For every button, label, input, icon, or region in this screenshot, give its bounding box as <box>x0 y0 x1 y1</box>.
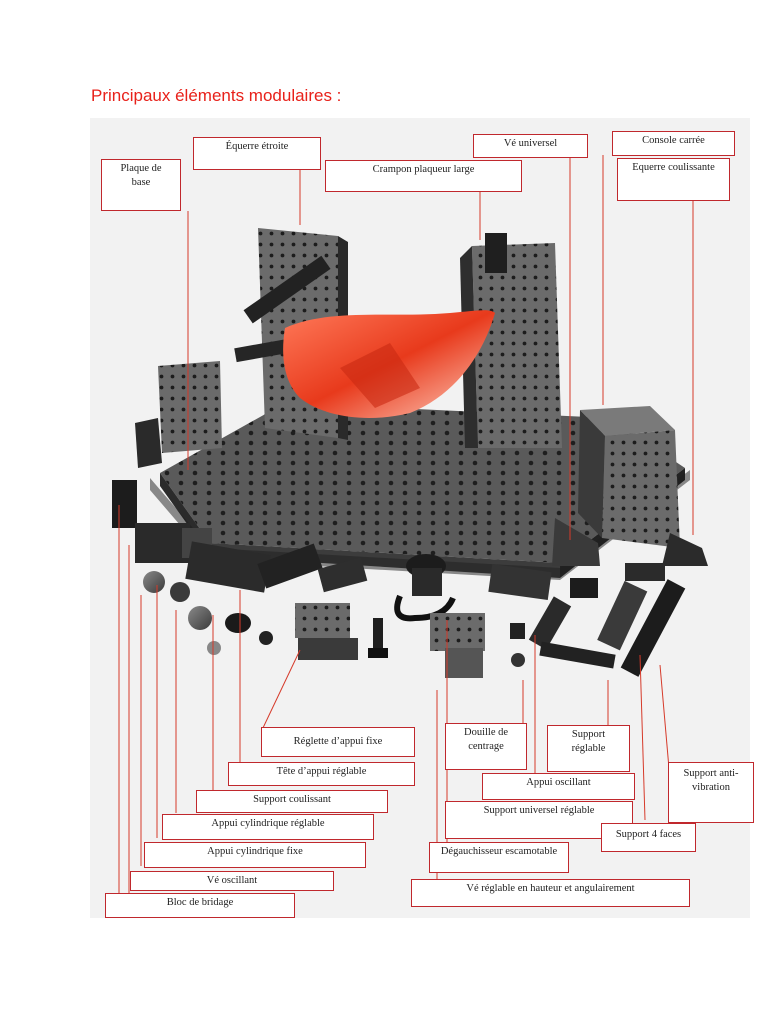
label-appui-cylindrique-reglable: Appui cylindrique réglable <box>162 814 374 840</box>
label-reglette-appui-fixe: Réglette d’appui fixe <box>261 727 415 757</box>
label-degauchisseur-escamotable: Dégauchisseur escamotable <box>429 842 569 873</box>
label-ve-reglable-hauteur-angulairement: Vé réglable en hauteur et angulairement <box>411 879 690 907</box>
label-douille-de-centrage: Douille de centrage <box>445 723 527 770</box>
label-equerre-coulissante: Equerre coulissante <box>617 158 730 201</box>
label-console-carree: Console carrée <box>612 131 735 156</box>
label-support-coulissant: Support coulissant <box>196 790 388 813</box>
label-support-4-faces: Support 4 faces <box>601 823 696 852</box>
accessory-components <box>112 480 686 678</box>
label-support-anti-vibration: Support anti- vibration <box>668 762 754 823</box>
square-block-left-shape <box>135 361 222 468</box>
label-appui-oscillant: Appui oscillant <box>482 773 635 800</box>
label-crampon-plaqueur-large: Crampon plaqueur large <box>325 160 522 192</box>
label-appui-cylindrique-fixe: Appui cylindrique fixe <box>144 842 366 868</box>
label-ve-oscillant: Vé oscillant <box>130 871 334 891</box>
page-title: Principaux éléments modulaires : <box>91 86 342 105</box>
label-tete-appui-reglable: Tête d’appui réglable <box>228 762 415 786</box>
label-support-reglable: Support réglable <box>547 725 630 772</box>
label-ve-universel: Vé universel <box>473 134 588 158</box>
label-plaque-de-base: Plaque de base <box>101 159 181 211</box>
label-equerre-etroite: Équerre étroite <box>193 137 321 170</box>
modular-fixture-illustration <box>90 118 750 918</box>
sliding-angle-shape <box>662 533 708 566</box>
square-console-shape <box>578 406 680 548</box>
label-bloc-de-bridage: Bloc de bridage <box>105 893 295 918</box>
